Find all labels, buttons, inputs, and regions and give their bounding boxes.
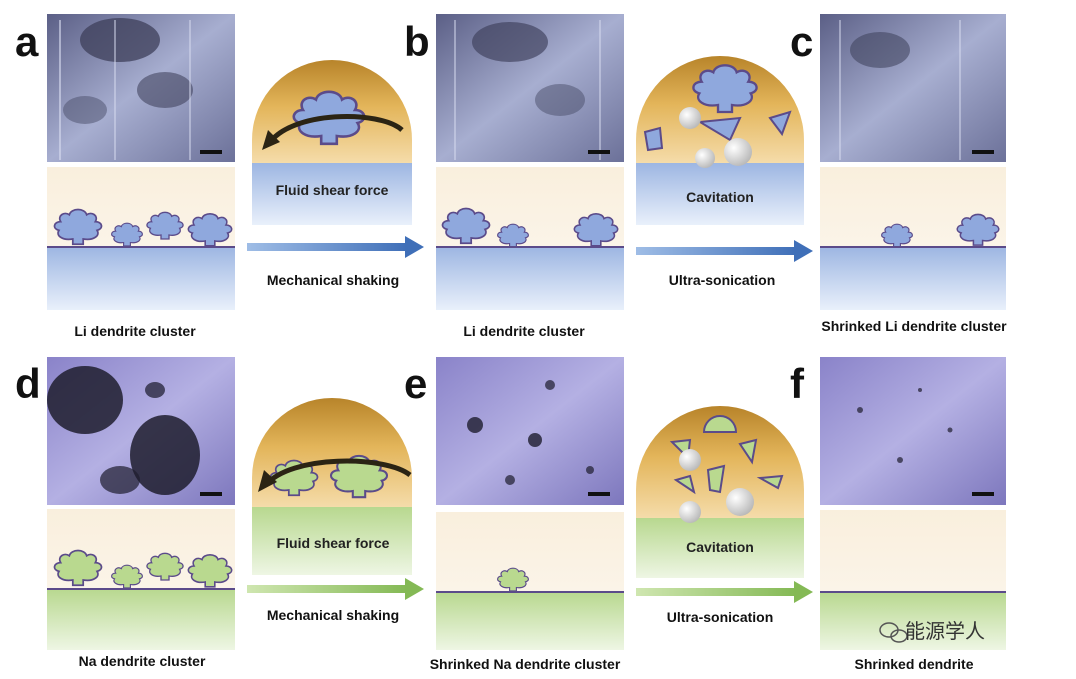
- arrow-label-na-shear: Mechanical shaking: [267, 607, 399, 623]
- process-li-cavitation: Cavitation Ultra-sonication: [636, 56, 813, 288]
- dendrite-fragment: [768, 110, 792, 137]
- caption-a: Li dendrite cluster: [74, 323, 196, 339]
- scale-bar: [200, 150, 222, 154]
- inner-label-na-cav: Cavitation: [686, 539, 754, 555]
- process-na-shear: Fluid shear force Mechanical shaking: [247, 398, 424, 623]
- process-arrow: [636, 588, 796, 596]
- dendrite-fragment: [756, 474, 784, 490]
- scale-bar: [588, 492, 610, 496]
- cavitation-bubble: [724, 138, 752, 166]
- panel-letter-f: f: [790, 360, 805, 407]
- schematic-d: [47, 509, 235, 650]
- process-li-shear: Fluid shear force Mechanical shaking: [247, 60, 424, 288]
- micrograph-e: [436, 357, 624, 505]
- caption-e: Shrinked Na dendrite cluster: [430, 656, 621, 672]
- schematic-b: [436, 167, 624, 310]
- micrograph-f: [820, 357, 1006, 505]
- scale-bar: [972, 150, 994, 154]
- micrograph-d: [47, 357, 235, 505]
- flow-arrow: [264, 458, 412, 487]
- schematic-f: [820, 510, 1006, 650]
- cavitation-bubble: [679, 449, 701, 471]
- panel-letter-c: c: [790, 18, 813, 65]
- schematic-a: [47, 167, 235, 310]
- dendrite-fragment: [696, 116, 742, 142]
- inner-label-na-shear: Fluid shear force: [277, 535, 390, 551]
- process-arrow: [636, 247, 796, 255]
- cavitation-bubble: [726, 488, 754, 516]
- scale-bar: [972, 492, 994, 496]
- micrograph-c: [820, 14, 1006, 162]
- process-arrow: [247, 243, 407, 251]
- panel-letter-e: e: [404, 360, 427, 407]
- caption-f: Shrinked dendrite: [854, 656, 973, 672]
- caption-c: Shrinked Li dendrite cluster: [821, 318, 1007, 334]
- dendrite-fragment: [643, 126, 664, 152]
- scale-bar: [588, 150, 610, 154]
- micrograph-b: [436, 14, 624, 162]
- inner-label-li-cav: Cavitation: [686, 189, 754, 205]
- panel-letter-b: b: [404, 18, 430, 65]
- inner-label-li-shear: Fluid shear force: [276, 182, 389, 198]
- flow-arrow: [265, 114, 404, 147]
- dendrite-fragment: [738, 438, 758, 465]
- cavitation-bubble: [679, 501, 701, 523]
- dendrite-fragment: [673, 474, 696, 495]
- panel-letter-a: a: [15, 18, 39, 65]
- schematic-c: [820, 167, 1006, 310]
- process-na-cavitation: Cavitation Ultra-sonication: [636, 406, 813, 625]
- caption-b: Li dendrite cluster: [463, 323, 585, 339]
- panel-letter-d: d: [15, 360, 41, 407]
- watermark-text: 能源学人: [905, 619, 985, 643]
- arrow-label-li-shear: Mechanical shaking: [267, 272, 399, 288]
- process-arrow: [247, 585, 407, 593]
- cavitation-bubble: [695, 148, 715, 168]
- scale-bar: [200, 492, 222, 496]
- wechat-icon: [879, 622, 908, 643]
- micrograph-a: [47, 14, 235, 162]
- cavitation-bubble: [679, 107, 701, 129]
- arrow-label-na-cav: Ultra-sonication: [667, 609, 774, 625]
- schematic-e: [436, 512, 624, 650]
- dendrite-fragment: [706, 464, 726, 494]
- caption-d: Na dendrite cluster: [79, 653, 206, 669]
- arrow-label-li-cav: Ultra-sonication: [669, 272, 776, 288]
- dendrite-fragment: [702, 415, 738, 433]
